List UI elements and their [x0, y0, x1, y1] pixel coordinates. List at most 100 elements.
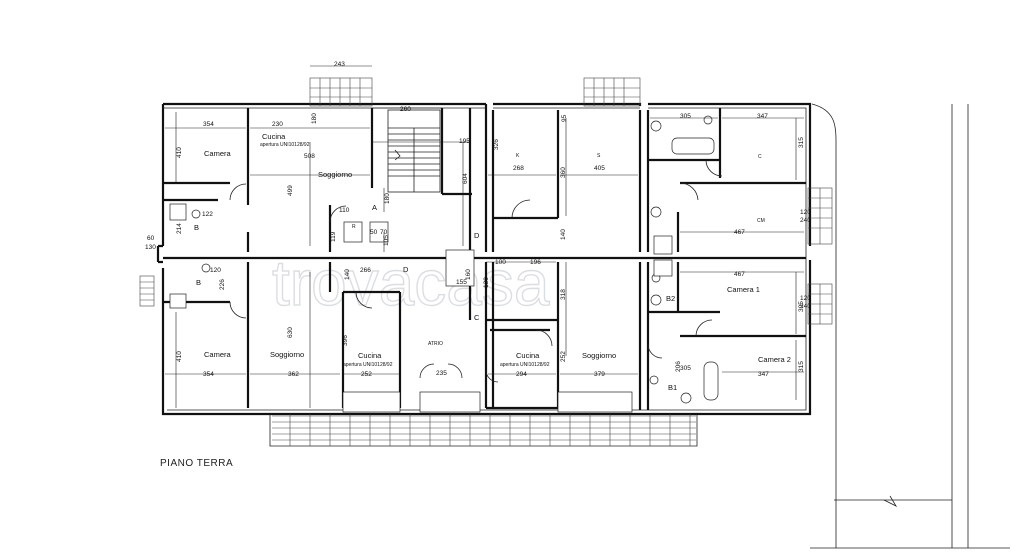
dim-318: 318: [560, 289, 567, 300]
dimension-texts: 243 260 354 230 508 195 268 405 305 347 …: [145, 61, 811, 378]
dim-70: 70: [380, 229, 388, 236]
room-labels: Camera Cucina apertura UNI10128/92 Soggi…: [194, 132, 791, 392]
room-c: C: [758, 154, 762, 160]
dim-235: 235: [436, 370, 447, 377]
dim-140-a: 140: [560, 229, 567, 240]
dim-122: 122: [202, 211, 213, 218]
site-lines: [810, 103, 1010, 549]
room-cucina-n: Cucina: [262, 132, 286, 141]
marker-d2: D: [403, 265, 409, 274]
room-bagno-s: B: [196, 278, 201, 287]
dim-268: 268: [513, 165, 524, 172]
dim-95: 95: [561, 114, 568, 122]
dim-354-s: 354: [203, 371, 214, 378]
room-camera2: Camera 2: [758, 355, 791, 364]
dim-326: 326: [493, 139, 500, 150]
dim-410-s: 410: [176, 351, 183, 362]
dim-252-b: 252: [560, 351, 567, 362]
room-camera-nw: Camera: [204, 149, 232, 158]
dim-252-a: 252: [361, 371, 372, 378]
staircase: [387, 109, 441, 193]
dim-508: 508: [304, 153, 315, 160]
dim-120-r2: 120: [800, 295, 811, 302]
dim-119: 119: [330, 231, 337, 242]
dim-266: 266: [360, 267, 371, 274]
dim-630: 630: [287, 327, 294, 338]
dim-467-a: 467: [734, 229, 745, 236]
dim-240-r: 240: [800, 217, 811, 224]
dim-120: 120: [210, 267, 221, 274]
room-s: S: [597, 153, 601, 159]
dim-195: 195: [459, 138, 470, 145]
dim-347-a: 347: [757, 113, 768, 120]
room-cucina-sw: Cucina: [358, 351, 382, 360]
dim-240-r2: 240: [800, 303, 811, 310]
dim-467-b: 467: [734, 271, 745, 278]
dim-160: 160: [465, 269, 472, 280]
dim-230: 230: [272, 121, 283, 128]
dim-499: 499: [287, 185, 294, 196]
dim-362: 362: [288, 371, 299, 378]
dim-305-a: 305: [680, 113, 691, 120]
dim-50: 50: [370, 229, 378, 236]
room-cucina-sw-note: apertura UNI10128/92: [343, 362, 393, 368]
dim-120-r: 120: [800, 209, 811, 216]
dimension-lines: [165, 65, 804, 408]
marker-c: C: [474, 313, 480, 322]
room-atrio: ATRIO: [428, 341, 443, 347]
dim-410-n: 410: [176, 147, 183, 158]
room-soggiorno-sw: Soggiorno: [270, 350, 304, 359]
dim-130: 130: [145, 244, 156, 251]
dim-396: 396: [342, 335, 349, 346]
dim-315-a: 315: [798, 137, 805, 148]
dim-360: 360: [560, 167, 567, 178]
dim-226: 226: [219, 279, 226, 290]
dim-305-b: 305: [798, 301, 805, 312]
dim-354-n: 354: [203, 121, 214, 128]
room-cucina-sc-note: apertura UNI10128/92: [500, 362, 550, 368]
dim-315-b: 315: [798, 361, 805, 372]
dim-604: 604: [462, 173, 469, 184]
dim-105: 105: [383, 235, 390, 246]
door-swings: [229, 159, 723, 383]
dim-130: 130: [483, 277, 490, 288]
dim-405: 405: [594, 165, 605, 172]
room-cucina-sc: Cucina: [516, 351, 540, 360]
dim-206: 206: [675, 361, 682, 372]
dim-100: 100: [495, 259, 506, 266]
room-bagno-n: B: [194, 223, 199, 232]
dim-155: 155: [456, 279, 467, 286]
dim-347-b: 347: [758, 371, 769, 378]
marker-r: R: [352, 224, 356, 230]
room-cucina-n-note: apertura UNI10128/92: [260, 142, 310, 148]
dim-180-b: 180: [311, 113, 318, 124]
dim-260: 260: [400, 106, 411, 113]
room-b2: B2: [666, 294, 675, 303]
dim-379: 379: [594, 371, 605, 378]
room-camera1: Camera 1: [727, 285, 760, 294]
dim-110: 110: [339, 207, 350, 214]
dim-243: 243: [334, 61, 345, 68]
dim-140-b: 140: [344, 269, 351, 280]
balcony-grids: [139, 77, 833, 325]
dim-294: 294: [516, 371, 527, 378]
room-soggiorno-sc: Soggiorno: [582, 351, 616, 360]
marker-a: A: [372, 203, 377, 212]
dim-196: 196: [530, 259, 541, 266]
bathroom-fixtures: [169, 115, 719, 404]
room-camera-sw: Camera: [204, 350, 232, 359]
room-cm: CM: [757, 218, 765, 224]
room-k: K: [516, 153, 520, 159]
room-b1: B1: [668, 383, 677, 392]
markers: A C D D R: [352, 203, 480, 322]
interior-walls: [163, 108, 806, 410]
dim-305-c: 305: [680, 365, 691, 372]
drawing-title: PIANO TERRA: [160, 458, 233, 469]
marker-d1: D: [474, 231, 480, 240]
dim-60: 60: [147, 235, 155, 242]
dim-180: 180: [384, 193, 391, 204]
dim-214: 214: [176, 223, 183, 234]
room-soggiorno-n: Soggiorno: [318, 170, 352, 179]
porch: [269, 391, 698, 447]
